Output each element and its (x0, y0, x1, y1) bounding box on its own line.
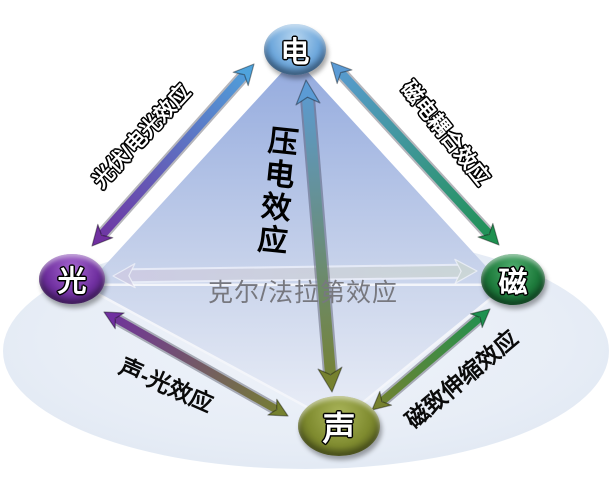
node-sound: 声 (298, 396, 380, 456)
edge-label-light-magnetism: 克尔/法拉第效应 (208, 279, 398, 307)
node-light: 光 (39, 254, 105, 304)
arrow-sound-electricity (295, 79, 343, 393)
arrow-light-electricity (91, 63, 255, 247)
node-electricity: 电 (264, 24, 326, 75)
arrow-light-sound (103, 311, 289, 417)
pyramid-lower-face (83, 283, 507, 425)
arrow-magnetism-sound (371, 308, 491, 411)
arrow-electricity-magnetism (330, 61, 500, 246)
pyramid-upper-face (86, 58, 504, 286)
node-magnetism: 磁 (481, 254, 545, 305)
arrow-light-magnetism (112, 258, 478, 289)
